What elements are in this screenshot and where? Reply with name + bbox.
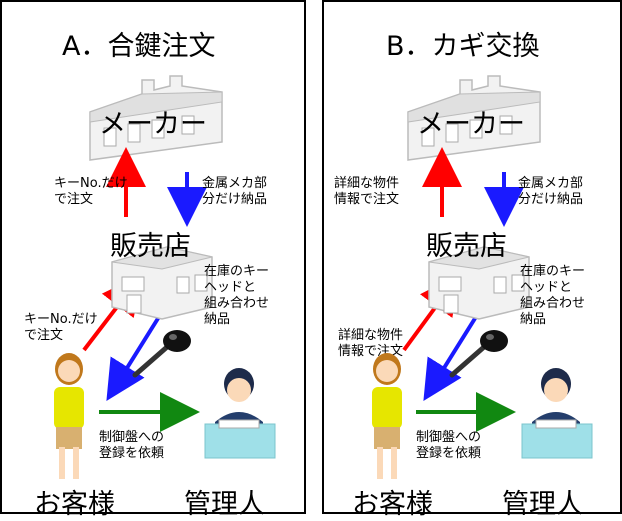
panel-a-title: A．合鍵注文 — [62, 31, 216, 62]
factory-icon — [407, 75, 541, 161]
customer-label: お客様 — [34, 489, 115, 520]
store-label: 販売店 — [110, 231, 191, 262]
maker-label: メーカー — [99, 109, 207, 140]
store-delivery-note: 在庫のキー ヘッドと 組み合わせ 納品 — [204, 264, 270, 327]
delivery-arrow-customer — [106, 310, 164, 401]
maker-delivery-note: 金属メカ部 分だけ納品 — [202, 176, 268, 207]
manager-icon — [204, 368, 276, 459]
manager-label: 管理人 — [184, 489, 265, 520]
panel-b: B．カギ交換 メーカー 詳細な物件 情報で注文 金属メカ部 分だけ納品 販売店 … — [322, 0, 622, 520]
customer-icon — [54, 353, 84, 479]
panel-a: A．合鍵注文 メーカー キーNo.だけ で注文 金属メカ部 分だけ納品 販売店 … — [0, 0, 306, 520]
customer-icon — [372, 353, 402, 479]
delivery-arrow-customer — [423, 310, 481, 401]
customer-label: お客様 — [352, 489, 433, 520]
order-to-maker-note: 詳細な物件 情報で注文 — [334, 176, 400, 207]
key-icon — [132, 330, 191, 378]
store-delivery-note: 在庫のキー ヘッドと 組み合わせ 納品 — [520, 264, 586, 327]
manager-label: 管理人 — [502, 489, 583, 520]
register-request-note: 制御盤への 登録を依頼 — [99, 430, 165, 461]
store-label: 販売店 — [426, 231, 507, 262]
factory-icon — [89, 75, 223, 161]
store-icon — [111, 246, 213, 320]
panel-b-title: B．カギ交換 — [386, 31, 540, 62]
manager-icon — [521, 368, 593, 459]
maker-delivery-note: 金属メカ部 分だけ納品 — [518, 176, 584, 207]
maker-label: メーカー — [417, 109, 525, 140]
store-icon — [428, 246, 530, 320]
order-to-maker-note: キーNo.だけ で注文 — [54, 176, 128, 207]
key-icon — [449, 330, 508, 378]
order-to-store-note: キーNo.だけ で注文 — [24, 312, 98, 343]
register-request-note: 制御盤への 登録を依頼 — [416, 430, 482, 461]
